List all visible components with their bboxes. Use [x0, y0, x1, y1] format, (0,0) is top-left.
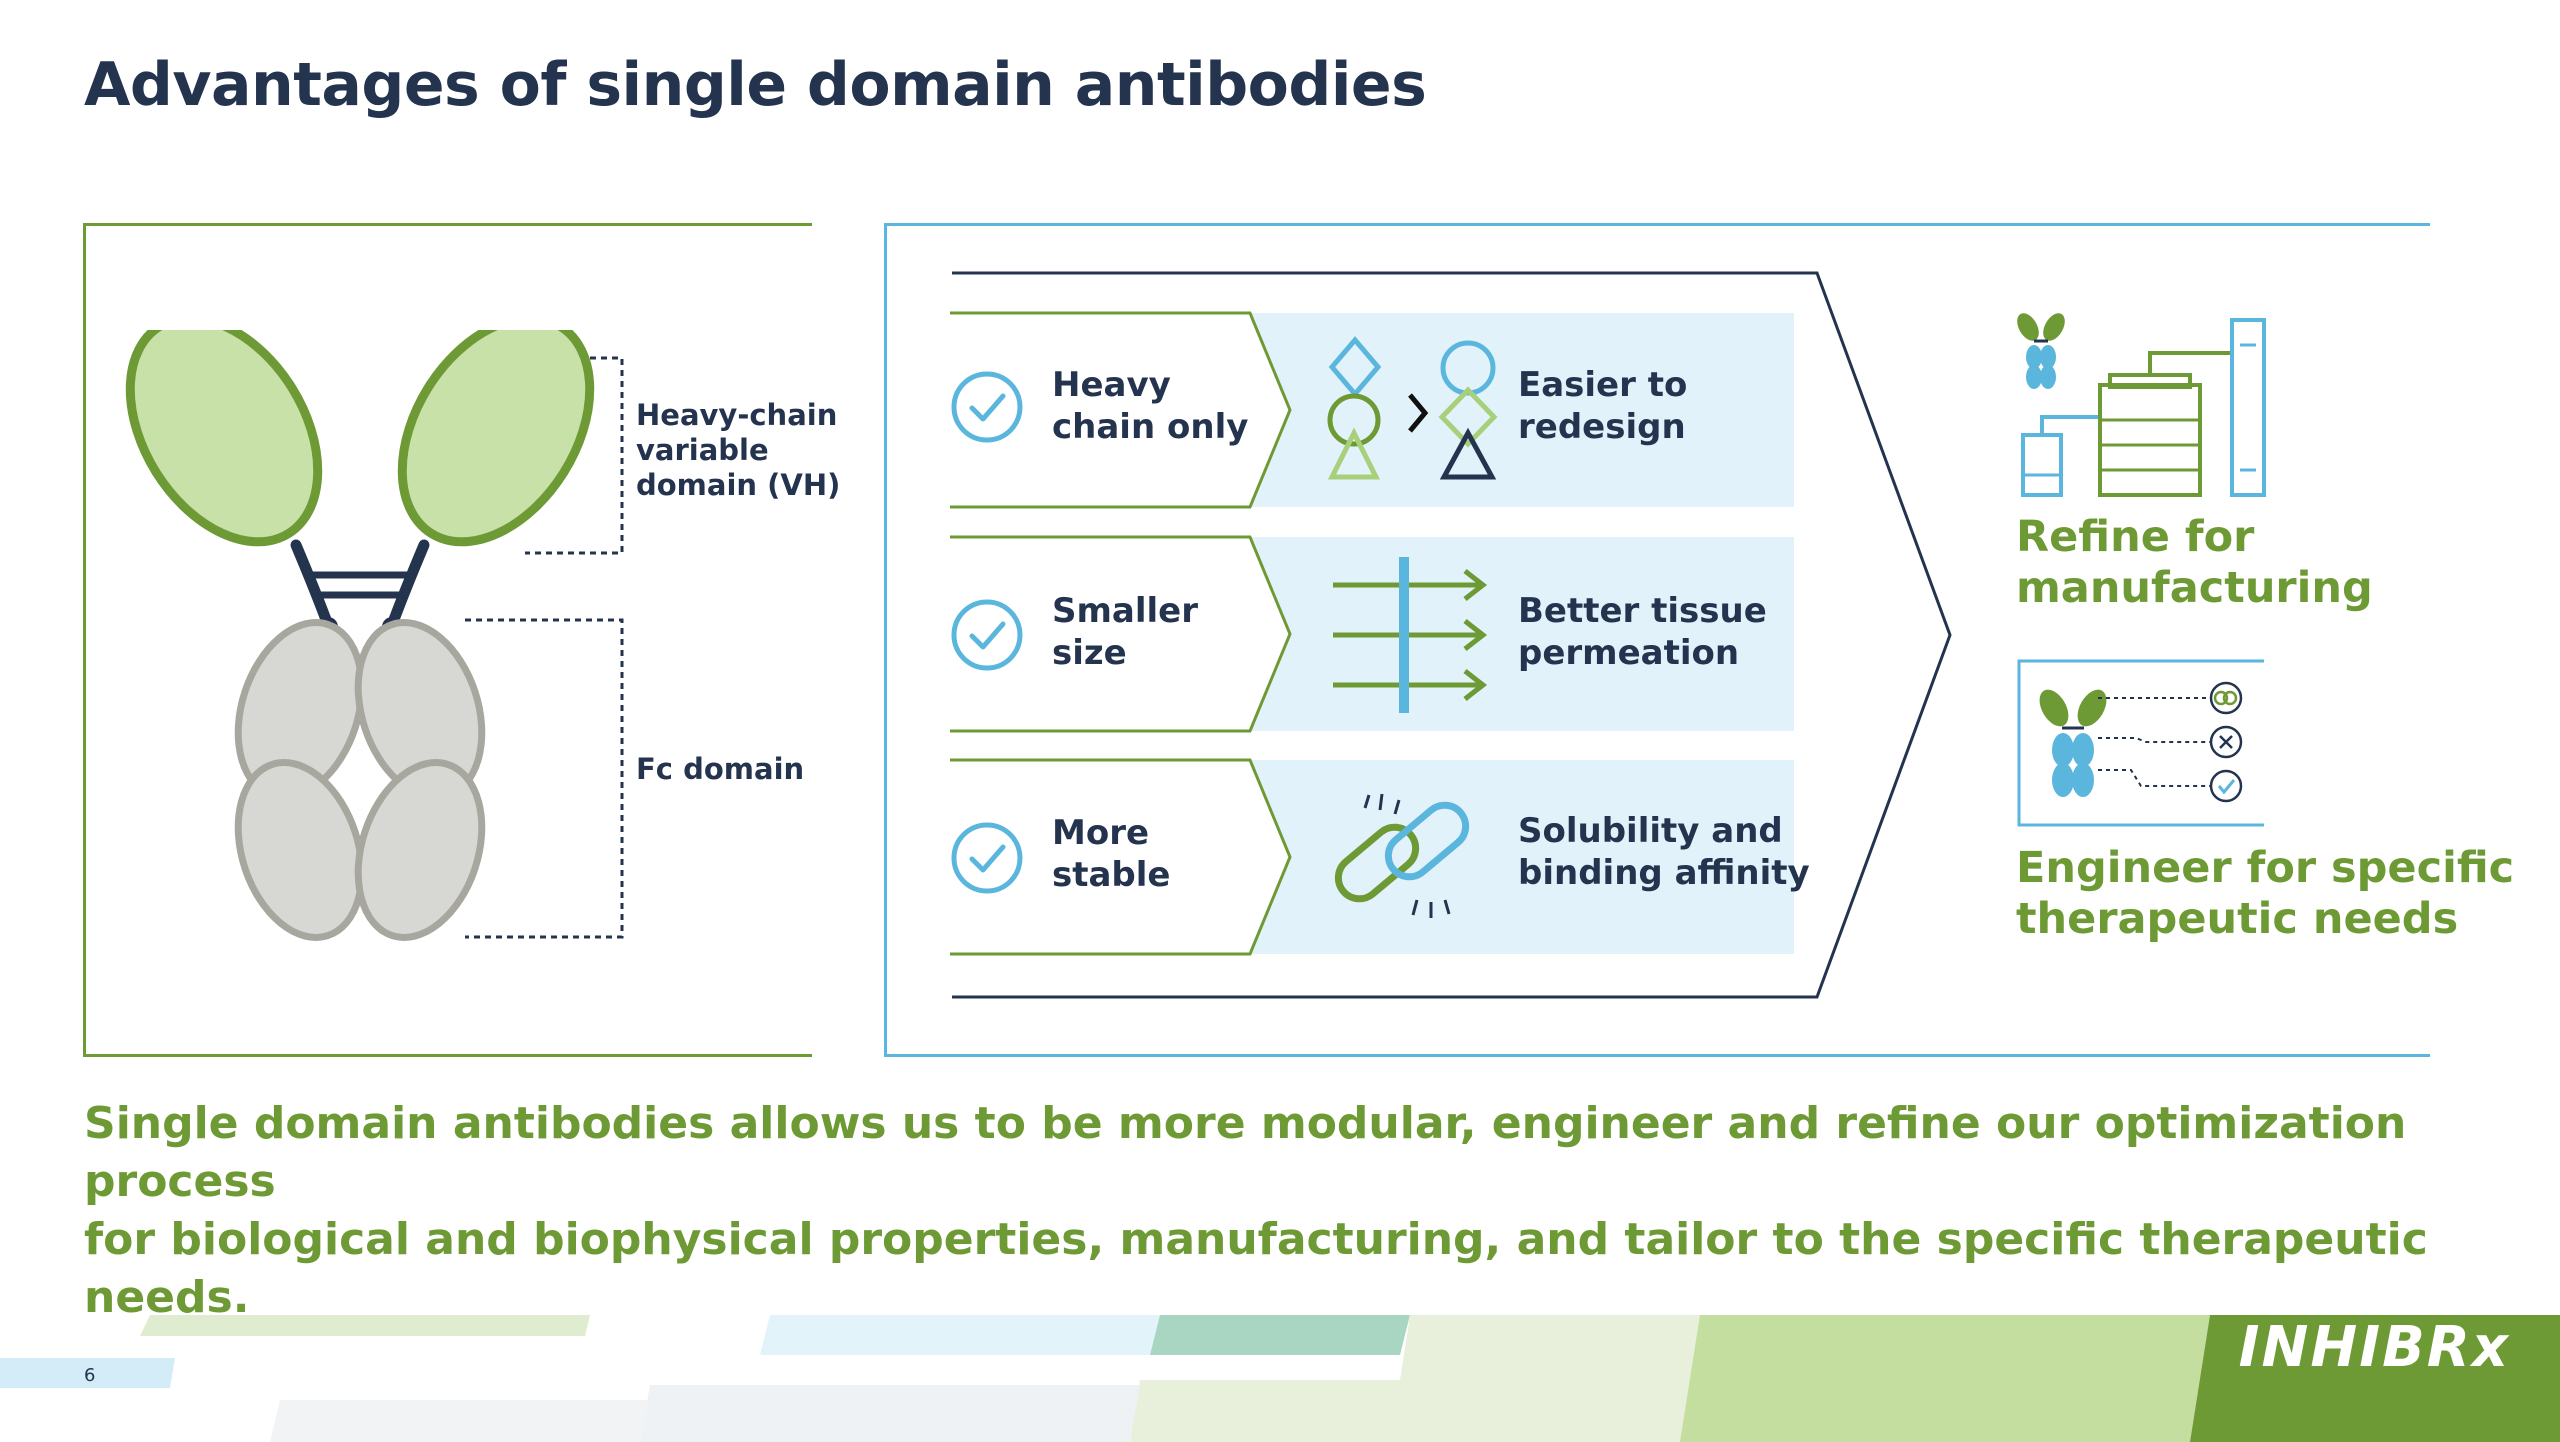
vh-domain-label: Heavy-chain variable domain (VH)	[636, 398, 841, 502]
row-label-1: Heavy chain only	[1052, 365, 1249, 447]
footer-decoration	[0, 1315, 2560, 1442]
row-chevron-1	[950, 311, 1292, 509]
bracket-lines	[465, 356, 624, 939]
advantages-frame	[884, 223, 2430, 1057]
row-label-3: More stable	[1052, 813, 1171, 895]
arrows-through-barrier-icon	[1333, 557, 1488, 713]
check-circle-icon	[951, 822, 1023, 894]
manufacturing-plant-icon	[2017, 313, 2266, 497]
shapes-redesign-icon	[1327, 336, 1498, 480]
outcome-label-2: Engineer for specific therapeutic needs	[2016, 843, 2515, 944]
check-circle-icon	[951, 599, 1023, 671]
big-arrow-outline	[952, 271, 1952, 999]
inhibrx-logo: INHIBRx	[2238, 1315, 2510, 1380]
summary-text: Single domain antibodies allows us to be…	[84, 1098, 2428, 1323]
benefit-label-3: Solubility and binding affinity	[1518, 811, 1810, 893]
benefit-box-3	[1250, 760, 1794, 954]
page-number: 6	[84, 1365, 96, 1386]
slide-title: Advantages of single domain antibodies	[84, 50, 1427, 120]
antibody-diagram-frame	[83, 223, 812, 1057]
fc-domain-label: Fc domain	[636, 752, 805, 786]
antibody-checklist-icon	[2017, 659, 2264, 827]
chain-link-icon	[1334, 793, 1470, 918]
benefit-label-1: Easier to redesign	[1518, 365, 1688, 447]
row-chevron-3	[950, 758, 1292, 956]
antibody-diagram-icon	[125, 330, 595, 941]
row-label-2: Smaller size	[1052, 591, 1198, 673]
check-circle-icon	[951, 371, 1023, 443]
row-chevron-2	[950, 535, 1292, 733]
benefit-label-2: Better tissue permeation	[1518, 591, 1767, 673]
outcome-label-1: Refine for manufacturing	[2016, 512, 2373, 613]
